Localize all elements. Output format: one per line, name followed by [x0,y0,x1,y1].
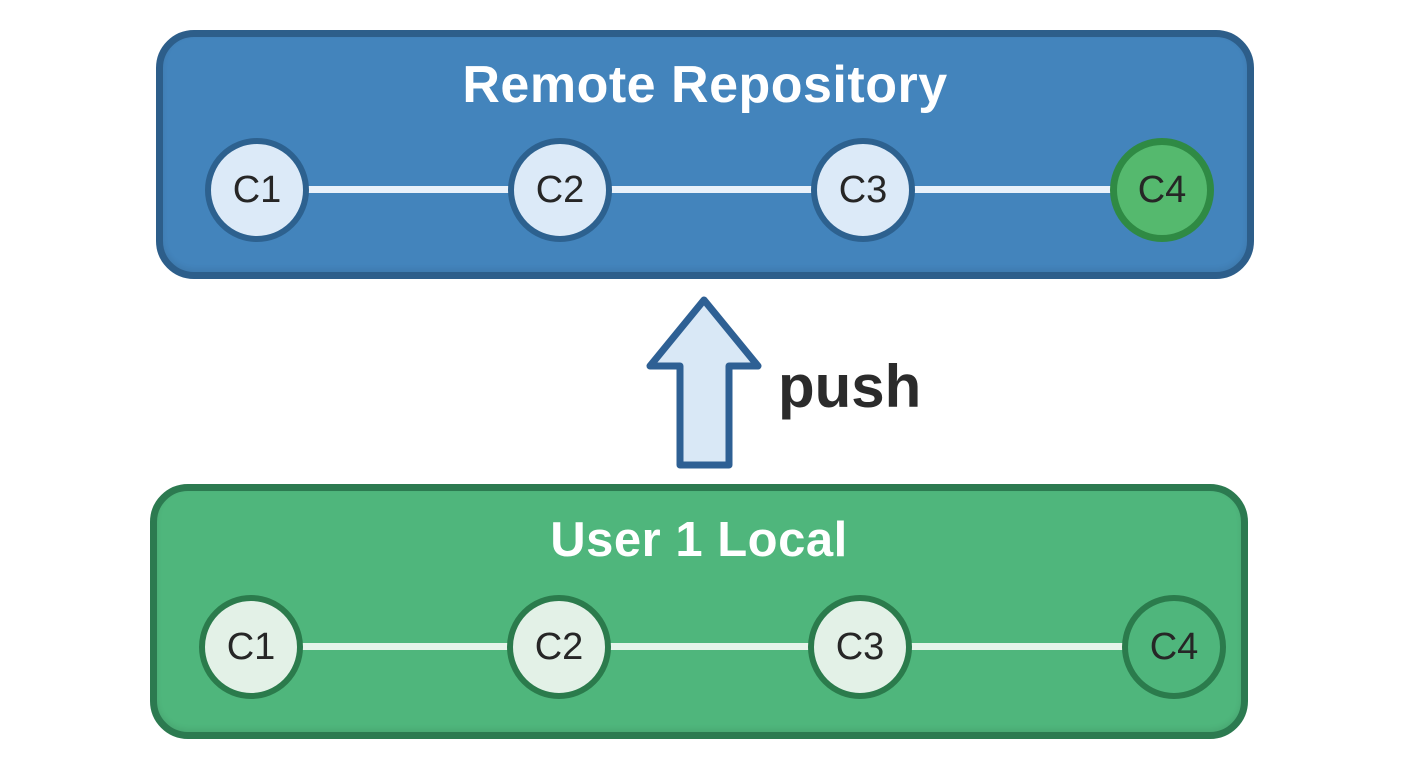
local-commit-connector-line [251,643,1174,650]
commit-label: C2 [534,625,584,668]
local-repository-box: User 1 Local C1 C2 C3 C4 [150,484,1248,739]
commit-label: C1 [232,168,282,211]
local-commit-node-c1: C1 [199,595,303,699]
commit-label: C4 [1137,168,1187,211]
push-action-label: push [778,353,922,420]
remote-repository-title: Remote Repository [462,56,948,114]
push-arrow-icon [646,296,762,469]
remote-commit-node-c2: C2 [508,138,612,242]
local-commit-node-c4: C4 [1122,595,1226,699]
commit-label: C2 [535,168,585,211]
remote-commit-node-c1: C1 [205,138,309,242]
commit-label: C1 [226,625,276,668]
local-commit-node-c2: C2 [507,595,611,699]
remote-commit-node-c3: C3 [811,138,915,242]
local-repository-title: User 1 Local [550,513,848,567]
commit-label: C3 [835,625,885,668]
remote-commit-connector-line [257,186,1162,193]
remote-commit-node-c4-new: C4 [1110,138,1214,242]
local-commit-node-c3: C3 [808,595,912,699]
commit-label: C4 [1149,625,1199,668]
commit-label: C3 [838,168,888,211]
remote-repository-box: Remote Repository C1 C2 C3 C4 [156,30,1254,279]
